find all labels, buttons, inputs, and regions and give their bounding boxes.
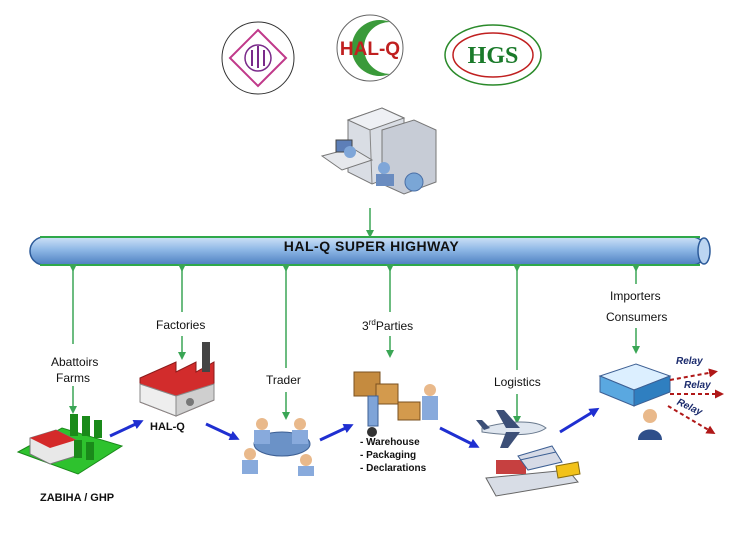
flow-arrows [109, 407, 600, 448]
relay-arrows [667, 368, 724, 435]
abattoirs-label: Abattoirs [51, 355, 99, 369]
halq-logo: HAL-Q [336, 14, 404, 82]
relay-label: Relay [676, 356, 703, 367]
consumer-icon [598, 363, 672, 440]
farms-label: Farms [56, 371, 90, 385]
third-parties-suffix: rd [368, 318, 376, 327]
hgs-logo: HGS [444, 24, 542, 86]
third-parties-text: Parties [375, 319, 414, 333]
hgs-logo-text: HGS [468, 43, 519, 69]
halq-factory-label: HAL-Q [150, 421, 185, 433]
trader-label: Trader [266, 373, 301, 387]
list-item: - Declarations [360, 463, 427, 474]
green-connectors [69, 208, 640, 424]
relay-label: Relay [684, 380, 711, 391]
airplane-icon [476, 410, 547, 448]
consumers-label: Consumers [606, 310, 668, 324]
list-item: - Packaging [360, 450, 417, 461]
third-parties-list: - Warehouse - Packaging - Declarations [360, 436, 426, 475]
transport-icon [485, 445, 581, 497]
chula-logo [221, 21, 295, 95]
third-parties-label: 3rdParties [362, 318, 413, 333]
trader-icon [242, 418, 314, 476]
highway-title: HAL-Q SUPER HIGHWAY [283, 238, 460, 254]
halq-logo-text: HAL-Q [340, 39, 400, 60]
factories-label: Factories [156, 318, 206, 332]
third-parties-number: 3 [362, 319, 369, 333]
factory-icon [139, 342, 215, 417]
importers-label: Importers [610, 289, 661, 303]
logistics-label: Logistics [494, 375, 541, 389]
super-highway [29, 236, 711, 266]
farm-icon [16, 414, 124, 475]
forklift-icon [353, 371, 438, 437]
zabiha-label: ZABIHA / GHP [40, 492, 115, 504]
data-center-icon [320, 107, 437, 195]
list-item: - Warehouse [360, 437, 420, 448]
